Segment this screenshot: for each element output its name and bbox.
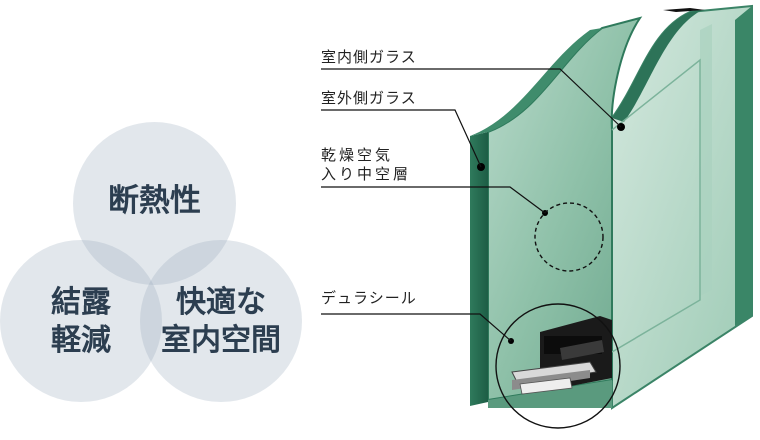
circle-insulation (73, 122, 236, 285)
indoor-glass-edge (612, 10, 702, 122)
indoor-glass-pane (611, 4, 753, 410)
dura-seal-highlight (495, 303, 621, 429)
dry-air-highlight (534, 202, 604, 272)
circle-insulation-label: 断熱性 (108, 183, 201, 219)
circle-comfort (140, 240, 302, 402)
dura-seal-spacer (511, 316, 612, 395)
spacer-top (663, 8, 705, 12)
circle-condensation-label: 結露 軽減 (51, 285, 111, 359)
outdoor-glass-edge (470, 132, 488, 406)
circle-comfort-label: 快適な 室内空間 (161, 285, 281, 359)
leader-lines (321, 68, 622, 342)
circle-condensation (0, 240, 162, 402)
label-dura-seal: デュラシール (321, 289, 417, 307)
label-indoor-glass: 室内側ガラス (321, 48, 417, 66)
label-dry-air-layer: 乾燥空気 入り中空層 (321, 146, 412, 184)
label-outdoor-glass: 室外側ガラス (321, 89, 417, 107)
